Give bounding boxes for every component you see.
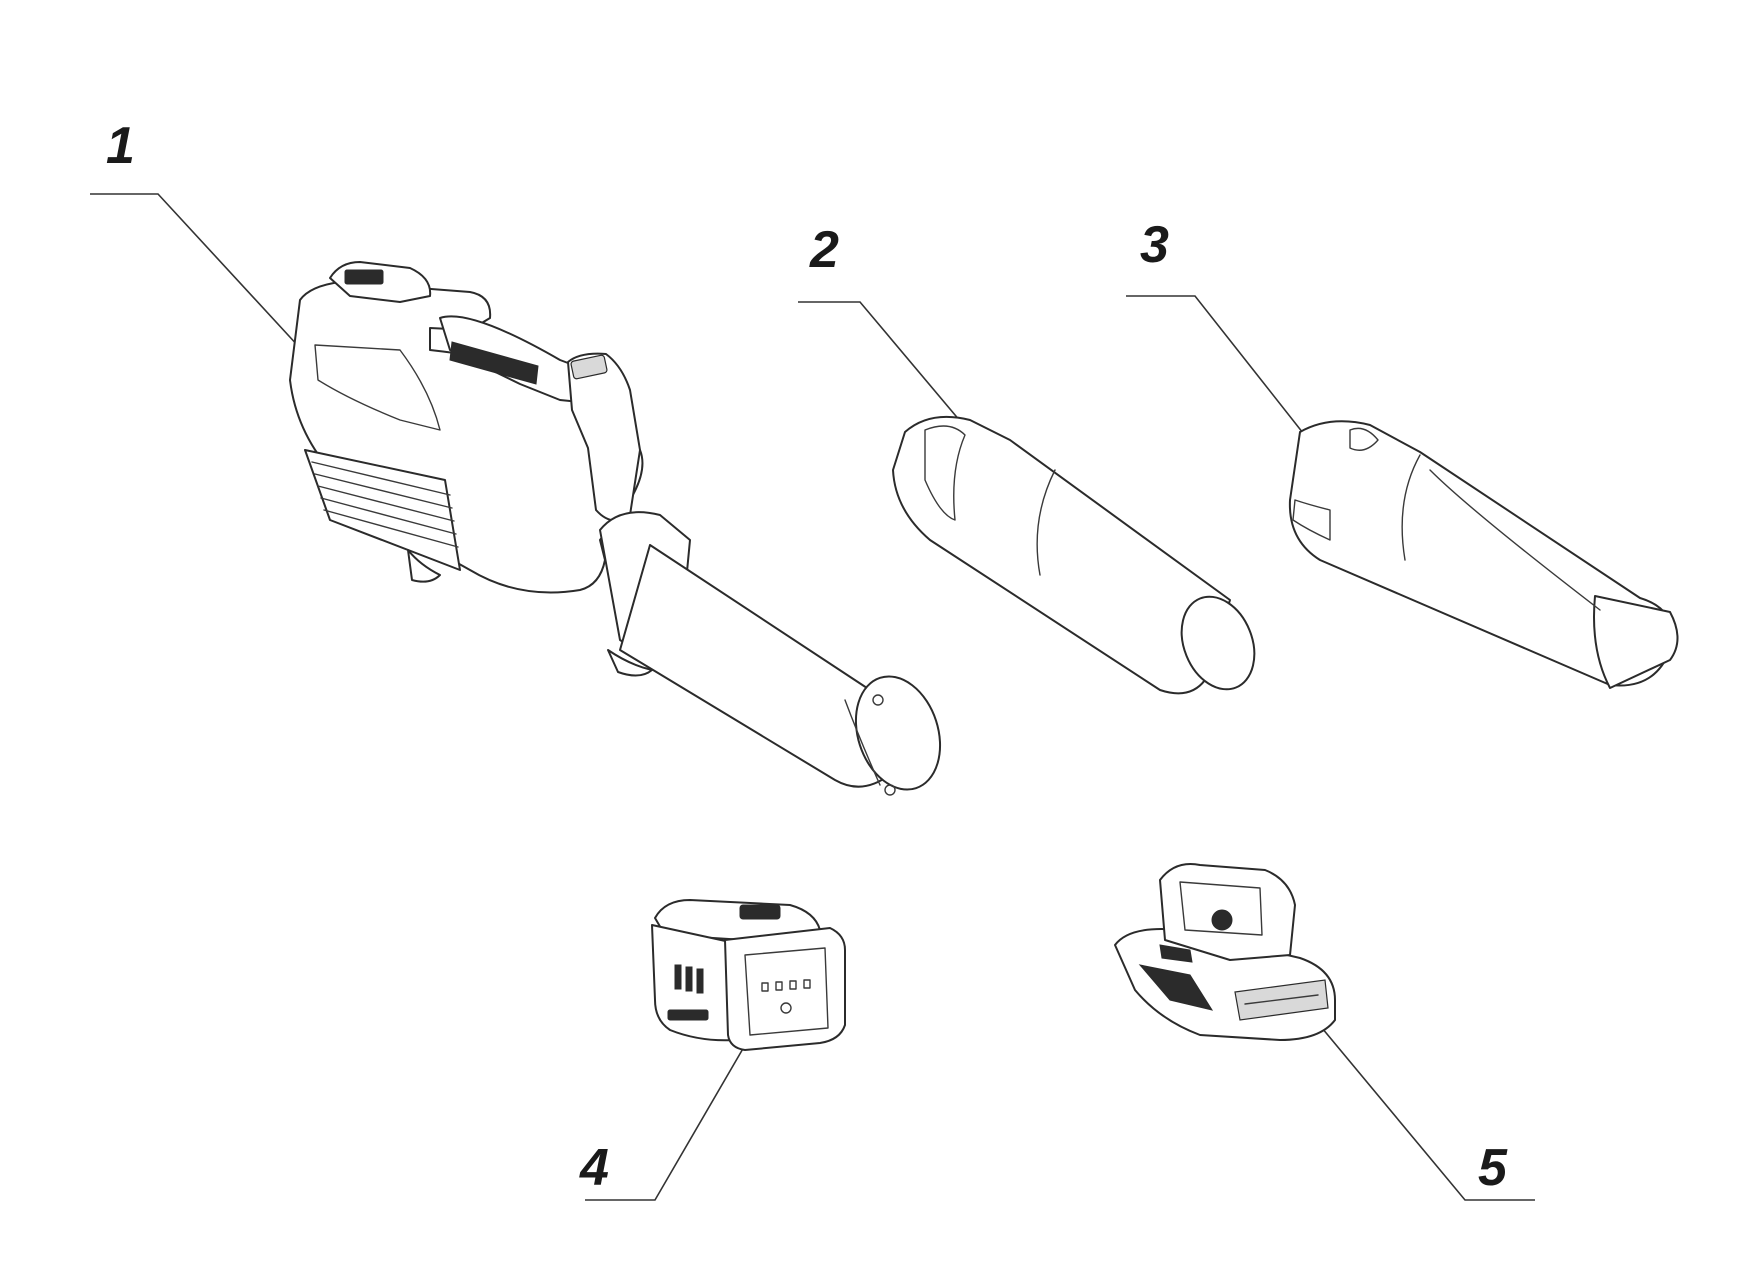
callout-1-leader: [90, 193, 301, 349]
callout-5: 5: [1321, 1027, 1535, 1201]
handle-grip: [449, 341, 539, 385]
battery-pack-icon: [651, 899, 846, 1051]
charger-top-badge: [1159, 944, 1193, 963]
battery-slot-detail: [344, 269, 384, 285]
battery-charger-icon: [1114, 863, 1336, 1041]
callout-2-leader: [798, 301, 1004, 473]
callout-4-number: 4: [579, 1139, 609, 1197]
callout-5-leader: [1321, 1027, 1535, 1201]
leaf-blower-body-icon: [289, 261, 942, 796]
charger-contact: [1211, 909, 1233, 931]
switch-panel: [570, 354, 608, 380]
callout-1: 1: [90, 117, 301, 349]
battery-button-icon: [780, 1002, 792, 1014]
vent-grille: [304, 449, 461, 571]
callout-3-leader: [1126, 295, 1319, 453]
battery-charge-indicator: [761, 979, 811, 992]
battery-side-vents: [674, 964, 704, 994]
battery-latch: [739, 904, 781, 920]
callout-3-number: 3: [1140, 216, 1169, 274]
round-blower-tube-icon: [892, 415, 1256, 695]
charger-side-grille: [1138, 964, 1214, 1011]
callout-2-number: 2: [809, 221, 839, 279]
callout-2: 2: [798, 221, 1004, 473]
callout-4: 4: [579, 1039, 749, 1201]
callout-4-leader: [585, 1039, 749, 1201]
callout-3: 3: [1126, 216, 1319, 453]
callout-1-number: 1: [106, 117, 135, 175]
callout-5-number: 5: [1478, 1139, 1508, 1197]
flat-nozzle-tube-icon: [1288, 420, 1679, 689]
battery-side-slot: [667, 1009, 709, 1021]
